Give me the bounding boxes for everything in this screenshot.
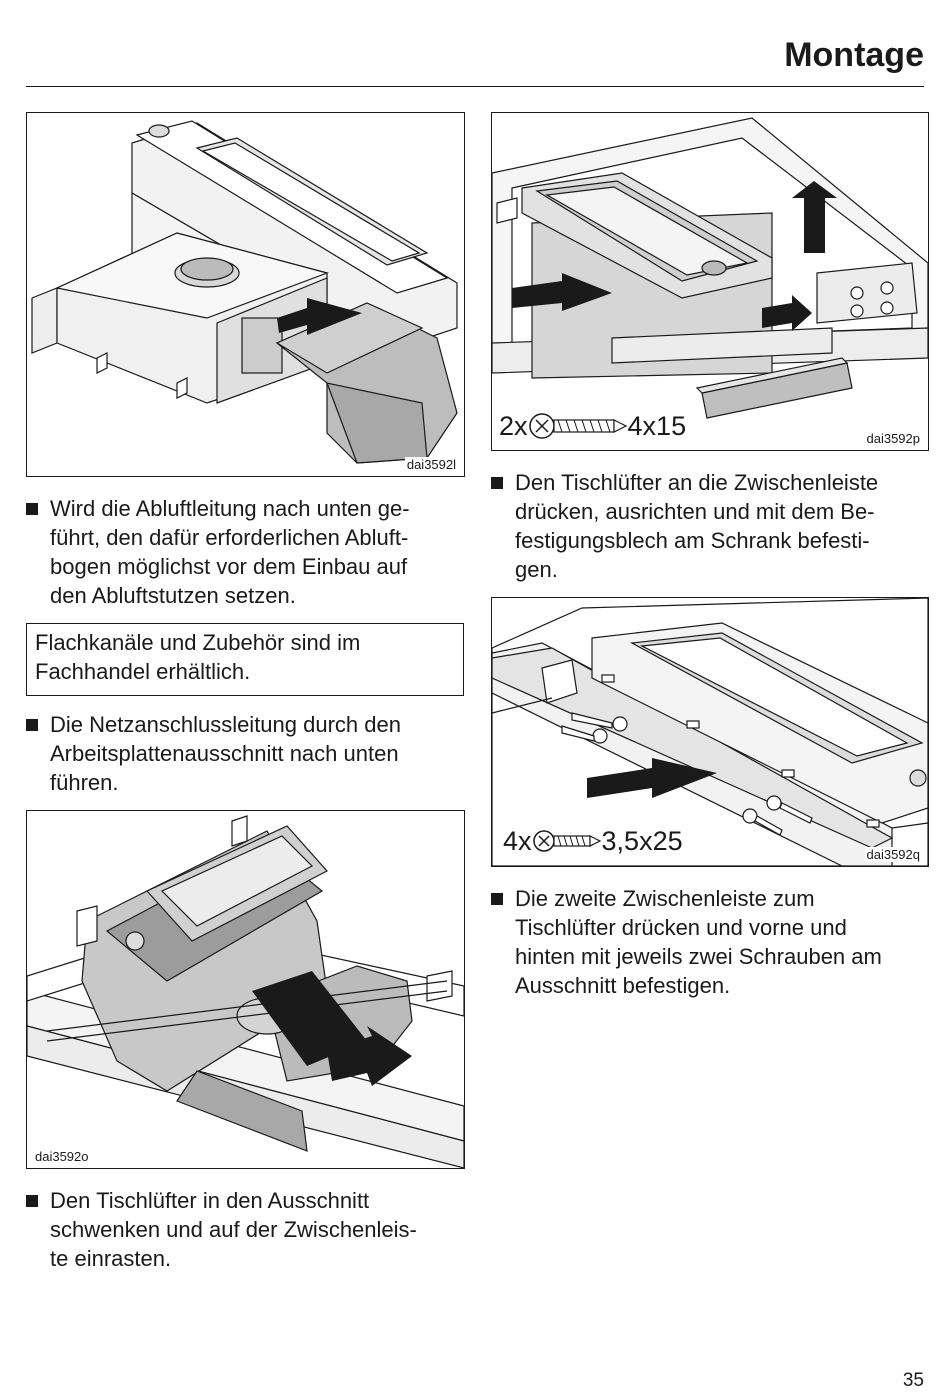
- text-line: Den Tischlüfter in den Ausschnitt: [50, 1188, 370, 1213]
- text-line: festigungsblech am Schrank befesti-: [515, 528, 870, 553]
- screw-callout: 2x 4x15: [495, 409, 691, 443]
- figure-exhaust-bend: dai3592l: [26, 112, 465, 477]
- text-line: Fachhandel erhältlich.: [35, 659, 251, 684]
- text-line: Tischlüfter drücken und vorne und: [515, 915, 847, 940]
- text-line: Den Tischlüfter an die Zwischenleiste: [515, 470, 879, 495]
- page-number: 35: [902, 1370, 924, 1391]
- text-line: Die zweite Zwischenleiste zum: [515, 886, 815, 911]
- text-line: gen.: [515, 557, 558, 582]
- bullet-icon: [491, 893, 503, 905]
- screw-size: 3,5x25: [601, 825, 683, 856]
- swivel-illustration: [27, 815, 464, 1168]
- text-line: Flachkanäle und Zubehör sind im: [35, 630, 361, 655]
- screw-icon: [532, 830, 601, 852]
- figure-id-label: dai3592l: [404, 457, 458, 472]
- exhaust-bend-illustration: [31, 120, 458, 464]
- figure-id-label: dai3592p: [864, 431, 922, 446]
- figure-second-rail: 4x 3,5x25 dai3592q: [491, 597, 929, 867]
- screw-quantity: 2x: [499, 410, 528, 441]
- text-line: hinten mit jeweils zwei Schrauben am: [515, 944, 882, 969]
- text-line: bogen möglichst vor dem Einbau auf: [50, 554, 408, 579]
- bullet-icon: [491, 477, 503, 489]
- text-line: te einrasten.: [50, 1246, 172, 1271]
- text-line: führt, den dafür erforderlichen Abluft-: [50, 525, 409, 550]
- screw-quantity: 4x: [503, 825, 532, 856]
- text-line: führen.: [50, 770, 119, 795]
- bullet-icon: [26, 719, 38, 731]
- text-line: den Abluftstutzen setzen.: [50, 583, 296, 608]
- screw-icon: [528, 413, 627, 439]
- header-divider: [26, 86, 924, 87]
- bullet-icon: [26, 1195, 38, 1207]
- second-rail-illustration: [492, 598, 928, 866]
- text-line: Arbeitsplattenausschnitt nach unten: [50, 741, 399, 766]
- figure-id-label: dai3592q: [864, 847, 922, 862]
- text-line: Die Netzanschlussleitung durch den: [50, 712, 401, 737]
- text-line: Wird die Abluftleitung nach unten ge-: [50, 496, 410, 521]
- bullet-icon: [26, 503, 38, 515]
- note-box: Flachkanäle und Zubehör sind im Fachhand…: [26, 623, 464, 696]
- mounting-plate-illustration: [492, 117, 928, 419]
- figure-mounting-plate: 2x 4x15 dai3592p: [491, 112, 929, 451]
- screw-size: 4x15: [627, 410, 687, 441]
- figure-swivel-into-cutout: dai3592o: [26, 810, 465, 1169]
- figure-id-label: dai3592o: [33, 1149, 91, 1164]
- text-line: drücken, ausrichten und mit dem Be-: [515, 499, 875, 524]
- text-line: Ausschnitt befestigen.: [515, 973, 731, 998]
- page-title: Montage: [784, 36, 924, 74]
- text-line: schwenken und auf der Zwischenleis-: [50, 1217, 417, 1242]
- screw-callout: 4x 3,5x25: [499, 824, 687, 858]
